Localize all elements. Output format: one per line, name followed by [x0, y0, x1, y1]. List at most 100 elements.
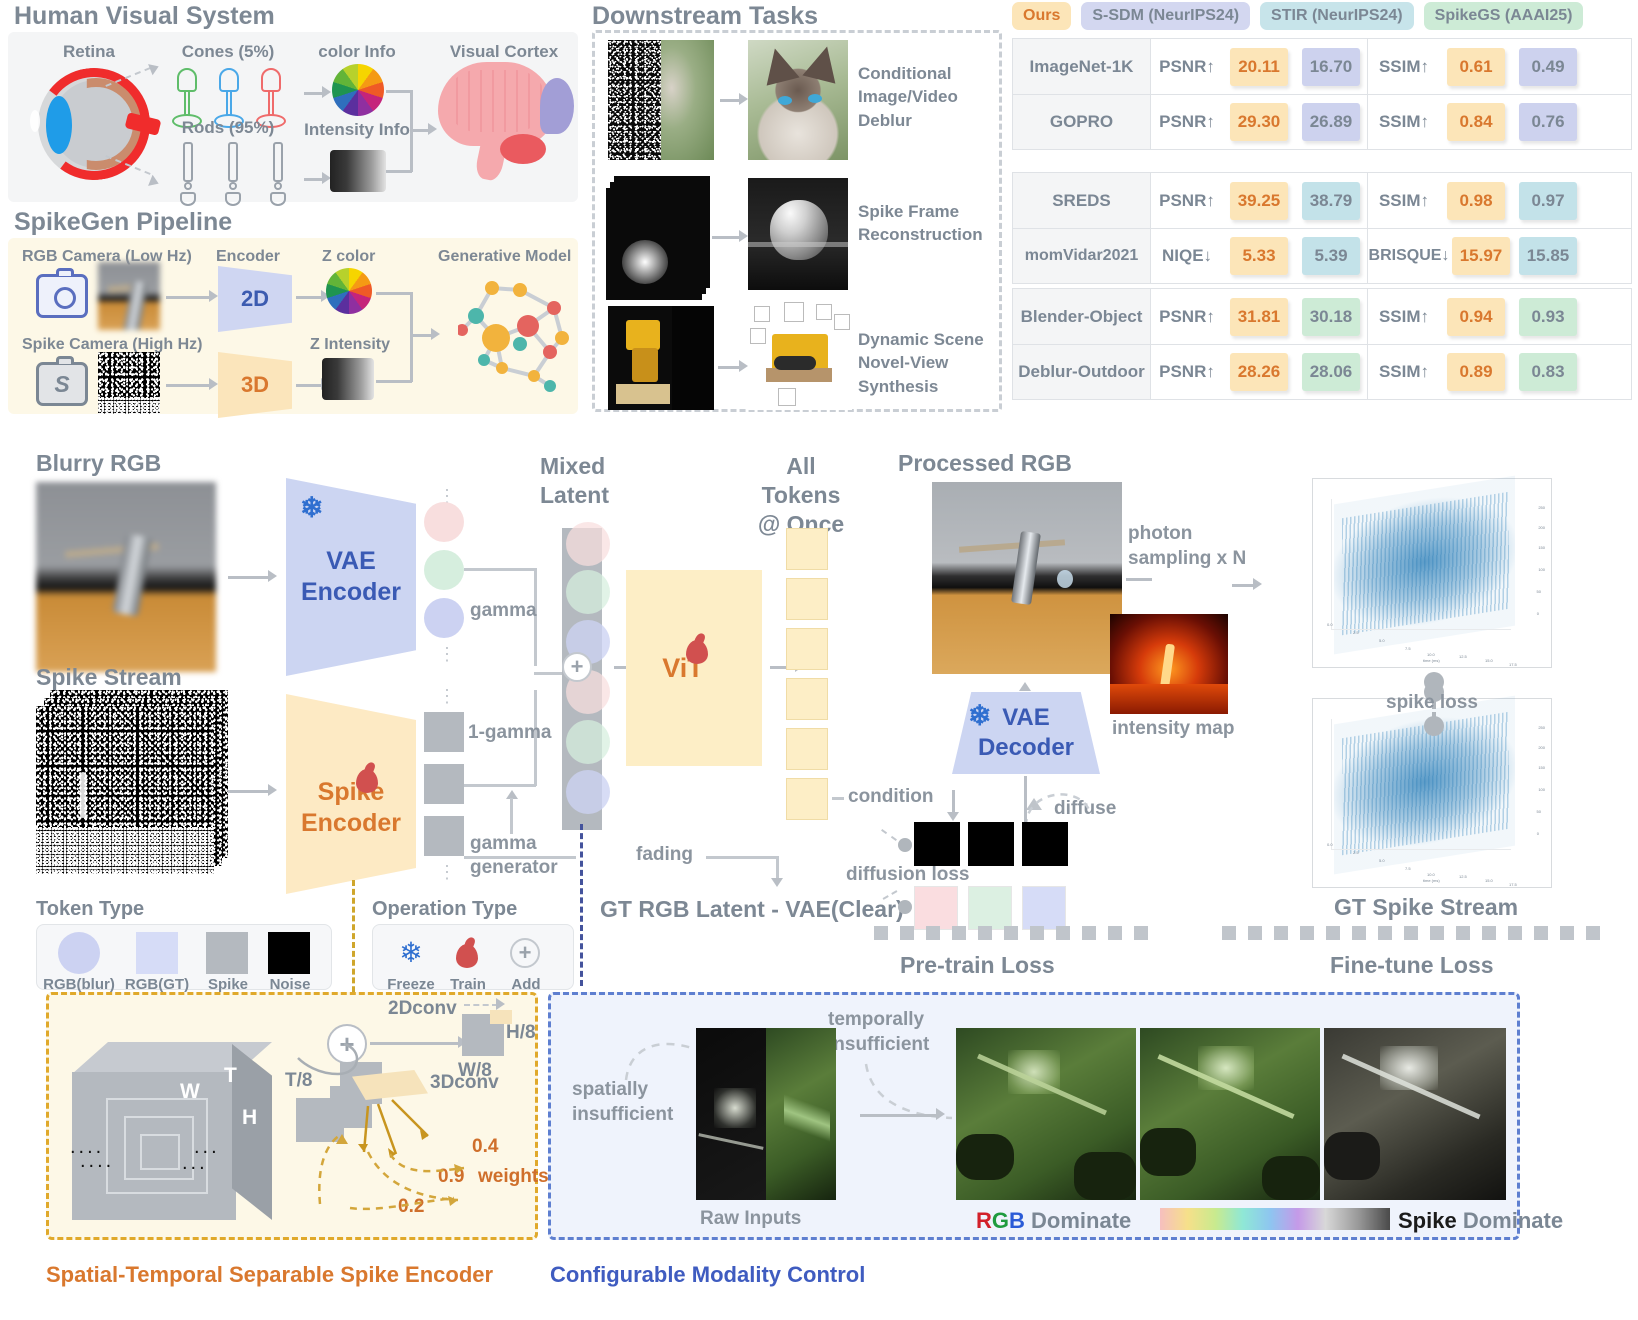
noise-block-2	[968, 822, 1014, 866]
brain-icon	[438, 56, 574, 184]
mixed-token-circ-1	[566, 522, 610, 566]
table-cell-metric2: BRISQUE↓	[1368, 247, 1450, 264]
table-cell-baseline: 5.39	[1295, 229, 1367, 283]
plus-circle-icon-legend: +	[510, 938, 540, 968]
operation-type-title: Operation Type	[372, 898, 518, 920]
downstream-task-label-1: Conditional Image/Video Deblur	[858, 64, 958, 130]
table-cell-baseline2: 0.93	[1512, 289, 1584, 344]
conv3d-loop-curve	[297, 1042, 359, 1076]
wheel-merge-line	[386, 90, 412, 93]
rods-to-gray-arrowhead	[322, 172, 331, 184]
z-color-label: Z color	[322, 248, 376, 265]
table-cell-dataset: Blender-Object	[1013, 289, 1151, 344]
flame-icon-vit	[685, 636, 708, 664]
mixed-token-circ-2	[566, 570, 610, 614]
h-over-8-label: H/8	[506, 1022, 536, 1043]
deblur-arrow-line	[720, 99, 740, 102]
spike-dominate-rest: Dominate	[1456, 1208, 1564, 1233]
feature-tile-3	[296, 1098, 344, 1142]
gamma-generator-line	[510, 798, 513, 834]
gray-merge-line	[386, 170, 412, 173]
table-cell-metric: PSNR↑	[1159, 112, 1215, 131]
result-image-spike-dominant	[1324, 1028, 1506, 1200]
result-image-rgb-dominant	[956, 1028, 1136, 1200]
table-cell-metric2: SSIM↑	[1378, 306, 1430, 326]
snowflake-icon: ❄	[300, 492, 324, 523]
vae-decoder-block: ❄ VAE Decoder	[952, 692, 1100, 774]
pretrain-loss-dotted-underline	[874, 926, 1148, 940]
token-swatch-spike	[206, 932, 248, 974]
value-chip-baseline: 26.89	[1302, 103, 1360, 141]
table-cell-dataset: GOPRO	[1013, 95, 1151, 149]
table-cell-ours: 28.26	[1223, 345, 1295, 399]
latent-token-rgb-blur	[424, 598, 464, 638]
legend-divider-dash	[352, 880, 355, 1010]
output-token-6	[786, 778, 828, 820]
rgb-dominate-r: R	[976, 1208, 992, 1233]
cone-cell-green-icon	[172, 68, 202, 130]
snowflake-icon-decoder: ❄	[968, 700, 992, 731]
snowflake-icon-legend: ❄	[399, 937, 423, 968]
cube-label-h: H	[242, 1106, 258, 1129]
token-swatch-rgb-gt	[136, 932, 178, 974]
zmerge-to-gen-arrowhead	[431, 328, 440, 340]
rod-cell-icon-1	[180, 142, 196, 208]
table-cell-baseline2: 0.76	[1512, 95, 1584, 149]
generative-model-graph-icon	[456, 268, 576, 396]
output-tile-corner	[490, 1010, 512, 1024]
value-chip-ours: 31.81	[1230, 297, 1288, 336]
value-chip-baseline: 30.18	[1302, 297, 1360, 336]
vae-encoder-label-line1: VAE	[326, 546, 376, 575]
diffusion-loss-label: diffusion loss	[846, 864, 970, 885]
output-token-5	[786, 728, 828, 770]
legend-pill-ssdm: S-SDM (NeurIPS24)	[1081, 2, 1251, 30]
latent-loss-node	[898, 900, 912, 914]
cube-label-t: T	[224, 1064, 237, 1087]
encoder-3d-block: 3D	[218, 352, 292, 418]
spike-dominate-label: Spike Dominate	[1398, 1208, 1563, 1234]
intensity-info-label: Intensity Info	[304, 120, 410, 139]
condition-tick	[832, 797, 844, 800]
retina-label: Retina	[63, 42, 115, 61]
rgb-to-encoder-arrowhead	[209, 290, 218, 302]
mixed-token-circ-6	[566, 770, 610, 814]
one-minus-gamma-label: 1-gamma	[468, 722, 552, 743]
modality-gradient-bar	[1160, 1208, 1390, 1230]
table-cell-metric2: SSIM↑	[1378, 190, 1430, 210]
weight-value-1: 0.4	[472, 1136, 499, 1157]
finetune-loss-label: Fine-tune Loss	[1330, 952, 1494, 978]
rgb-dominate-b: B	[1009, 1208, 1025, 1233]
table-cell-baseline: 38.79	[1295, 173, 1367, 228]
decoder-to-rgb-arrowhead	[1019, 682, 1031, 691]
value-chip-ours2: 15.97	[1452, 237, 1510, 275]
table-cell-ours: 29.30	[1223, 95, 1295, 149]
condition-down-arrowhead	[947, 812, 959, 821]
value-chip-ours: 20.11	[1230, 47, 1288, 86]
table-cell-metric: PSNR↑	[1159, 190, 1215, 210]
novel-view-arrow-head	[739, 360, 748, 372]
pretrain-loss-label: Pre-train Loss	[900, 952, 1055, 978]
decoder-noise-line	[1024, 776, 1027, 826]
spike-to-encoder-line	[166, 384, 210, 387]
table-cell-ours2: 15.97	[1450, 229, 1512, 283]
table-cell-metric: PSNR↑	[1159, 362, 1215, 381]
photon-sampling-label: photon sampling x N	[1128, 522, 1246, 571]
value-chip-baseline2: 15.85	[1519, 237, 1577, 275]
table-cell-ours: 31.81	[1223, 289, 1295, 344]
condition-label: condition	[848, 786, 934, 807]
table-cell-ours2: 0.61	[1440, 39, 1512, 94]
photon-sampling-line1: photon	[1128, 523, 1193, 544]
operation-label-train: Train	[450, 976, 486, 993]
finetune-loss-dotted-underline	[1222, 926, 1600, 940]
table-group-deblur: ImageNet-1K PSNR↑ 20.11 16.70 SSIM↑ 0.61…	[1012, 38, 1632, 150]
token-label-spike: Spike	[207, 976, 249, 993]
rod-cell-icon-3	[270, 142, 286, 208]
table-legend: Ours S-SDM (NeurIPS24) STIR (NeurIPS24) …	[1012, 2, 1584, 30]
mixed-latent-line2: Latent	[540, 481, 609, 508]
spike-encoder-label-line2: Encoder	[300, 809, 402, 837]
vit-block: ViT	[626, 570, 762, 766]
token-swatch-noise	[268, 932, 310, 974]
gamma-generator-arrowhead	[506, 790, 518, 799]
table-cell-metric2: SSIM↑	[1378, 362, 1430, 381]
value-chip-baseline: 28.06	[1302, 353, 1360, 391]
